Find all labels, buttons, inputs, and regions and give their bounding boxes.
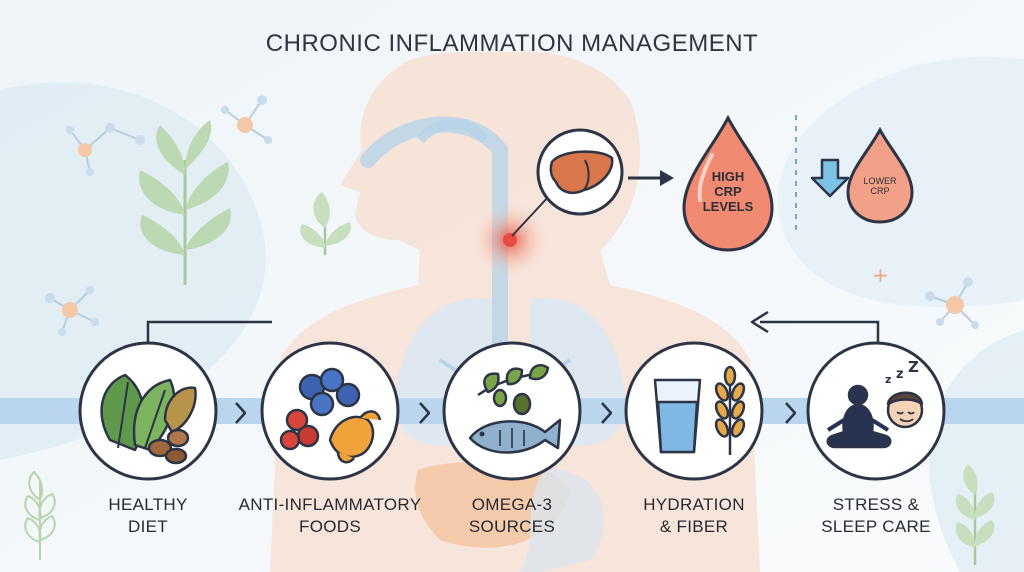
step-label-omega-3-sources: OMEGA-3 SOURCES xyxy=(468,495,556,536)
step-label-anti-inflammatory-foods: ANTI-INFLAMMATORY FOODS xyxy=(238,495,422,536)
chevron-right-icon xyxy=(601,402,613,424)
chevron-right-icon xyxy=(785,402,797,424)
plant-left-icon xyxy=(139,120,231,285)
step-circle xyxy=(806,341,946,481)
sleep-z-icon: z xyxy=(885,373,891,386)
liver-icon xyxy=(549,150,614,194)
molecule-left xyxy=(45,286,99,336)
leafy-greens-nuts-icon xyxy=(100,373,197,465)
high-crp-label: HIGH CRP LEVELS xyxy=(702,169,754,214)
inflammation-point xyxy=(503,233,517,247)
olive-fish-icon xyxy=(468,364,562,454)
high-crp-drop-icon xyxy=(682,114,774,252)
sleep-z-icon: z xyxy=(896,367,904,382)
meditation-sleep-icon: z z Z xyxy=(826,358,924,449)
chevron-right-icon xyxy=(419,402,431,424)
down-arrow-icon xyxy=(810,158,850,198)
berries-turmeric-icon xyxy=(279,367,382,464)
plant-small-icon xyxy=(300,192,351,255)
lower-crp-label: LOWER CRP xyxy=(863,176,897,197)
connector-arrow-icon xyxy=(750,310,769,334)
arrow-right-icon xyxy=(628,170,674,186)
stomach xyxy=(520,469,604,572)
molecule-top xyxy=(221,95,272,144)
water-glass-wheat-icon xyxy=(653,365,746,455)
plant-bottom-right-icon xyxy=(955,464,995,565)
nasal-passage xyxy=(416,119,489,144)
lower-crp-drop-icon xyxy=(846,126,914,224)
molecule-right xyxy=(925,277,979,329)
page-title: CHRONIC INFLAMMATION MANAGEMENT xyxy=(265,30,759,57)
chevron-right-icon xyxy=(235,402,247,424)
plant-bottom-left-icon xyxy=(24,470,56,560)
sleep-z-icon: Z xyxy=(908,358,919,376)
callout-line xyxy=(511,194,551,237)
step-label-hydration-fiber: HYDRATION & FIBER xyxy=(643,495,745,536)
bg-blob-right-bottom xyxy=(928,330,1024,572)
plus-sparkle: + xyxy=(872,263,889,287)
molecule-top-left xyxy=(66,123,145,176)
step-label-stress-sleep-care: STRESS & SLEEP CARE xyxy=(821,495,931,536)
step-label-healthy-diet: HEALTHY DIET xyxy=(108,495,188,536)
step-circle xyxy=(442,341,582,481)
